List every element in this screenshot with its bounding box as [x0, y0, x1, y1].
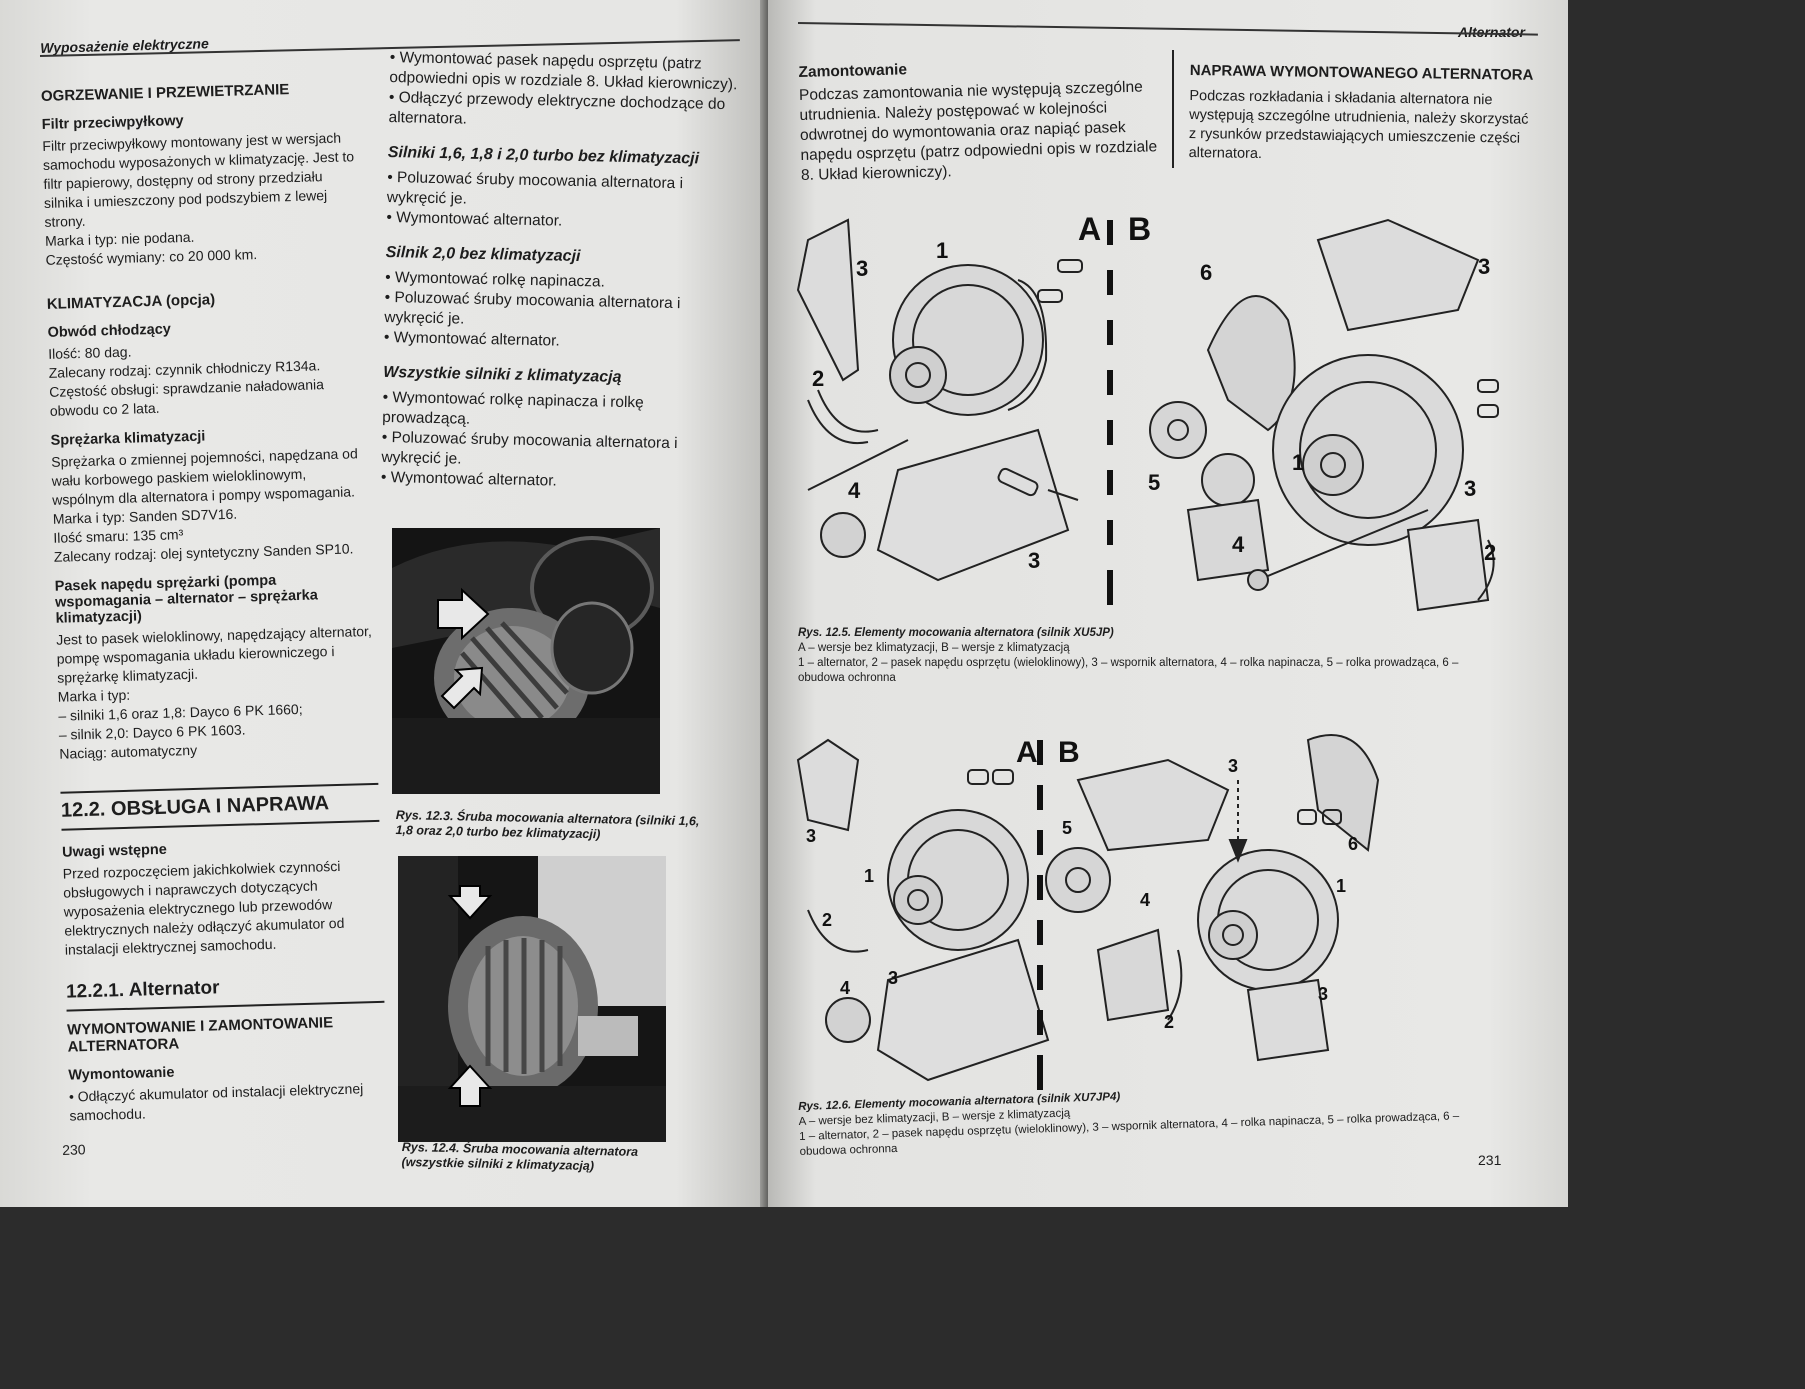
pasek-text: Jest to pasek wieloklinowy, napędzający … [55, 622, 372, 686]
figure-12-6: A B 3 1 2 4 3 5 3 4 2 1 3 6 [796, 734, 1380, 1090]
figure-12-6-label-a: A [1016, 736, 1038, 769]
figure-12-6-callout: 1 [864, 866, 874, 886]
figure-12-6-callout: 2 [822, 910, 832, 930]
figure-12-5-callout: 3 [1464, 476, 1476, 501]
center-column: • Wymontować pasek napędu osprzętu (patr… [381, 48, 740, 495]
right-page: Alternator Zamontowanie Podczas zamontow… [768, 0, 1568, 1207]
figure-12-5-callout: 3 [856, 256, 868, 281]
figure-12-6-callout: 4 [840, 978, 850, 998]
figure-12-5-legend-versions: A – wersje bez klimatyzacji, B – wersje … [798, 642, 1070, 654]
figure-12-6-callout: 5 [1062, 818, 1072, 838]
book-spread: Wyposażenie elektryczne OGRZEWANIE I PRZ… [0, 0, 1568, 1207]
figure-12-5-callout: 3 [1028, 548, 1040, 573]
zamontowanie-text: Podczas zamontowania nie występują szcze… [798, 78, 1158, 184]
header-rule [797, 22, 1538, 36]
uwagi-text: Przed rozpoczęciem jakichkolwiek czynnoś… [62, 857, 345, 958]
naprawa-text: Podczas rozkładania i składania alternat… [1188, 87, 1529, 163]
heading-klimatyzacja: KLIMATYZACJA (opcja) [46, 291, 216, 313]
figure-12-6-callout: 2 [1164, 1012, 1174, 1032]
heading-wymontowanie-zamontowanie: WYMONTOWANIE I ZAMONTOWANIE ALTERNATORA [66, 1014, 334, 1056]
page-number-right: 231 [1478, 1152, 1502, 1168]
photo-caption-12-3: Rys. 12.3. Śruba mocowania alternatora (… [395, 808, 700, 842]
naprawa-block: NAPRAWA WYMONTOWANEGO ALTERNATORA Podcza… [1189, 56, 1538, 168]
photo-alternator-bolt-2 [398, 856, 666, 1142]
photo-alternator-bolt-1 [392, 528, 660, 794]
figure-12-6-callout: 3 [806, 826, 816, 846]
photo-caption-12-4: Rys. 12.4. Śruba mocowania alternatora (… [401, 1140, 639, 1174]
heading-ogrzewanie: OGRZEWANIE I PRZEWIETRZANIE [40, 81, 290, 105]
zamontowanie-block: Zamontowanie Podczas zamontowania nie wy… [798, 43, 1161, 186]
left-page: Wyposażenie elektryczne OGRZEWANIE I PRZ… [0, 0, 768, 1207]
figure-12-5-legend-parts: 1 – alternator, 2 – pasek napędu osprzęt… [798, 657, 1459, 684]
figure-12-6-callout: 6 [1348, 834, 1358, 854]
figure-12-6-callout: 3 [1228, 756, 1238, 776]
heading-silniki-bez-klimatyzacji: Silniki 1,6, 1,8 i 2,0 turbo bez klimaty… [387, 143, 700, 168]
figure-12-5-label-b: B [1128, 211, 1151, 247]
figure-12-6-callout: 1 [1336, 876, 1346, 896]
subsection-heading-alternator: 12.2.1. Alternator [65, 972, 385, 1012]
page-number-left: 230 [62, 1141, 86, 1158]
figure-12-5-callout: 2 [812, 366, 824, 391]
heading-silnik-20: Silnik 2,0 bez klimatyzacji [385, 243, 581, 266]
figure-12-5-callout: 1 [936, 238, 948, 263]
obwod-czestosc: Częstość obsługi: sprawdzanie naładowani… [49, 376, 325, 419]
step-przewody: • Odłączyć przewody elektryczne dochodzą… [388, 88, 726, 128]
heading-pasek: Pasek napędu sprężarki (pompa wspomagani… [54, 572, 319, 627]
figure-12-6-label-b: B [1058, 736, 1080, 769]
figure-12-5-callout: 6 [1200, 260, 1212, 285]
figure-12-5-callout: 4 [1232, 532, 1245, 557]
figure-12-5: A B 1 2 3 3 4 3 6 3 5 4 1 3 2 [796, 211, 1499, 612]
figure-12-5-label-a: A [1078, 211, 1101, 247]
figure-12-5-callout: 4 [848, 478, 861, 503]
heading-silniki-z-klimatyzacja: Wszystkie silniki z klimatyzacją [383, 363, 622, 386]
figure-12-6-callout: 3 [1318, 984, 1328, 1004]
column-divider [1172, 50, 1174, 168]
figure-12-5-callout: 2 [1484, 540, 1496, 565]
heading-naprawa: NAPRAWA WYMONTOWANEGO ALTERNATORA [1189, 61, 1534, 84]
figure-12-5-callout: 5 [1148, 470, 1160, 495]
figure-12-5-title: Rys. 12.5. Elementy mocowania alternator… [798, 627, 1114, 639]
left-column: OGRZEWANIE I PRZEWIETRZANIE Filtr przeci… [40, 51, 388, 1125]
filtr-text: Filtr przeciwpyłkowy montowany jest w we… [42, 129, 355, 230]
figure-12-6-callout: 4 [1140, 890, 1150, 910]
figure-12-5-callout: 1 [1292, 450, 1304, 475]
figure-12-5-caption: Rys. 12.5. Elementy mocowania alternator… [798, 626, 1498, 686]
figure-12-5-callout: 3 [1478, 254, 1490, 279]
figure-12-6-callout: 3 [888, 968, 898, 988]
section-heading-12-2: 12.2. OBSŁUGA I NAPRAWA [60, 782, 380, 831]
sprezarka-text: Sprężarka o zmiennej pojemności, napędza… [51, 445, 358, 508]
wymontowanie-text: • Odłączyć akumulator od instalacji elek… [68, 1080, 364, 1124]
